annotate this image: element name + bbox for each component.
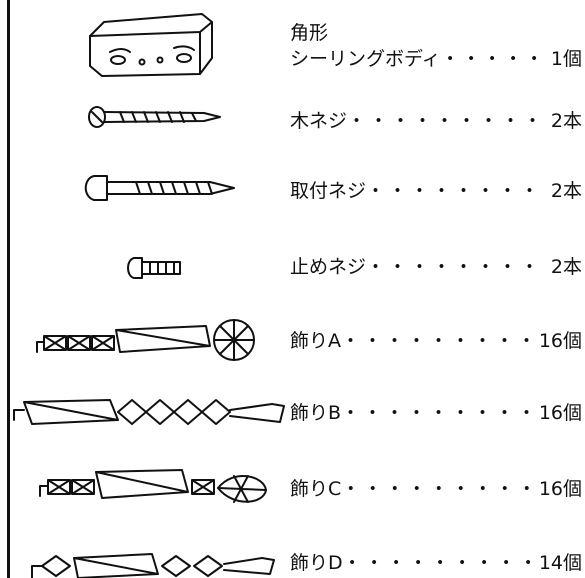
part-quantity: 2本 xyxy=(550,110,582,132)
ornament-d-icon xyxy=(31,553,275,578)
list-item-mounting-screw: 取付ネジ 2本 xyxy=(290,178,582,204)
part-name: 止めネジ xyxy=(290,256,367,278)
part-name-line1: 角形 xyxy=(290,22,329,44)
leader-dots xyxy=(441,46,547,72)
leader-dots xyxy=(366,178,547,204)
ornament-b-icon xyxy=(13,399,285,425)
ornament-a-icon xyxy=(36,319,255,361)
leader-dots xyxy=(347,108,547,134)
list-item-ornament-c: 飾りC 16個 xyxy=(290,476,582,502)
leader-dots xyxy=(366,254,547,280)
wood-screw-icon xyxy=(88,106,221,128)
part-quantity: 16個 xyxy=(538,478,582,500)
set-screw-icon xyxy=(127,257,181,279)
part-quantity: 16個 xyxy=(538,402,582,424)
part-quantity: 2本 xyxy=(550,180,582,202)
part-name: 飾りB xyxy=(290,402,342,424)
mounting-screw-icon xyxy=(84,175,235,201)
leader-dots xyxy=(341,400,535,426)
part-name: シーリングボディ xyxy=(290,48,441,70)
list-item-ornament-b: 飾りB 16個 xyxy=(290,400,582,426)
list-item-wood-screw: 木ネジ 2本 xyxy=(290,108,582,134)
list-item-ornament-a: 飾りA 16個 xyxy=(290,328,582,354)
part-name: 飾りC xyxy=(290,478,342,500)
left-border-line xyxy=(7,0,10,578)
part-name: 飾りA xyxy=(290,330,341,352)
parts-illustrations xyxy=(13,13,285,578)
part-quantity: 14個 xyxy=(538,552,582,574)
leader-dots xyxy=(343,550,535,576)
leader-dots xyxy=(341,476,535,502)
ceiling-body-icon xyxy=(89,13,213,77)
list-item-set-screw: 止めネジ 2本 xyxy=(290,254,582,280)
part-quantity: 2本 xyxy=(550,256,582,278)
part-name: 木ネジ xyxy=(290,110,348,132)
ornament-c-icon xyxy=(39,469,267,503)
list-item-ceiling-body: 角形 シーリングボディ 1個 xyxy=(290,20,582,72)
leader-dots xyxy=(341,328,535,354)
part-quantity: 1個 xyxy=(550,48,582,70)
list-item-ornament-d: 飾りD 14個 xyxy=(290,550,582,576)
part-name: 飾りD xyxy=(290,552,343,574)
part-quantity: 16個 xyxy=(538,330,582,352)
part-name: 取付ネジ xyxy=(290,180,367,202)
